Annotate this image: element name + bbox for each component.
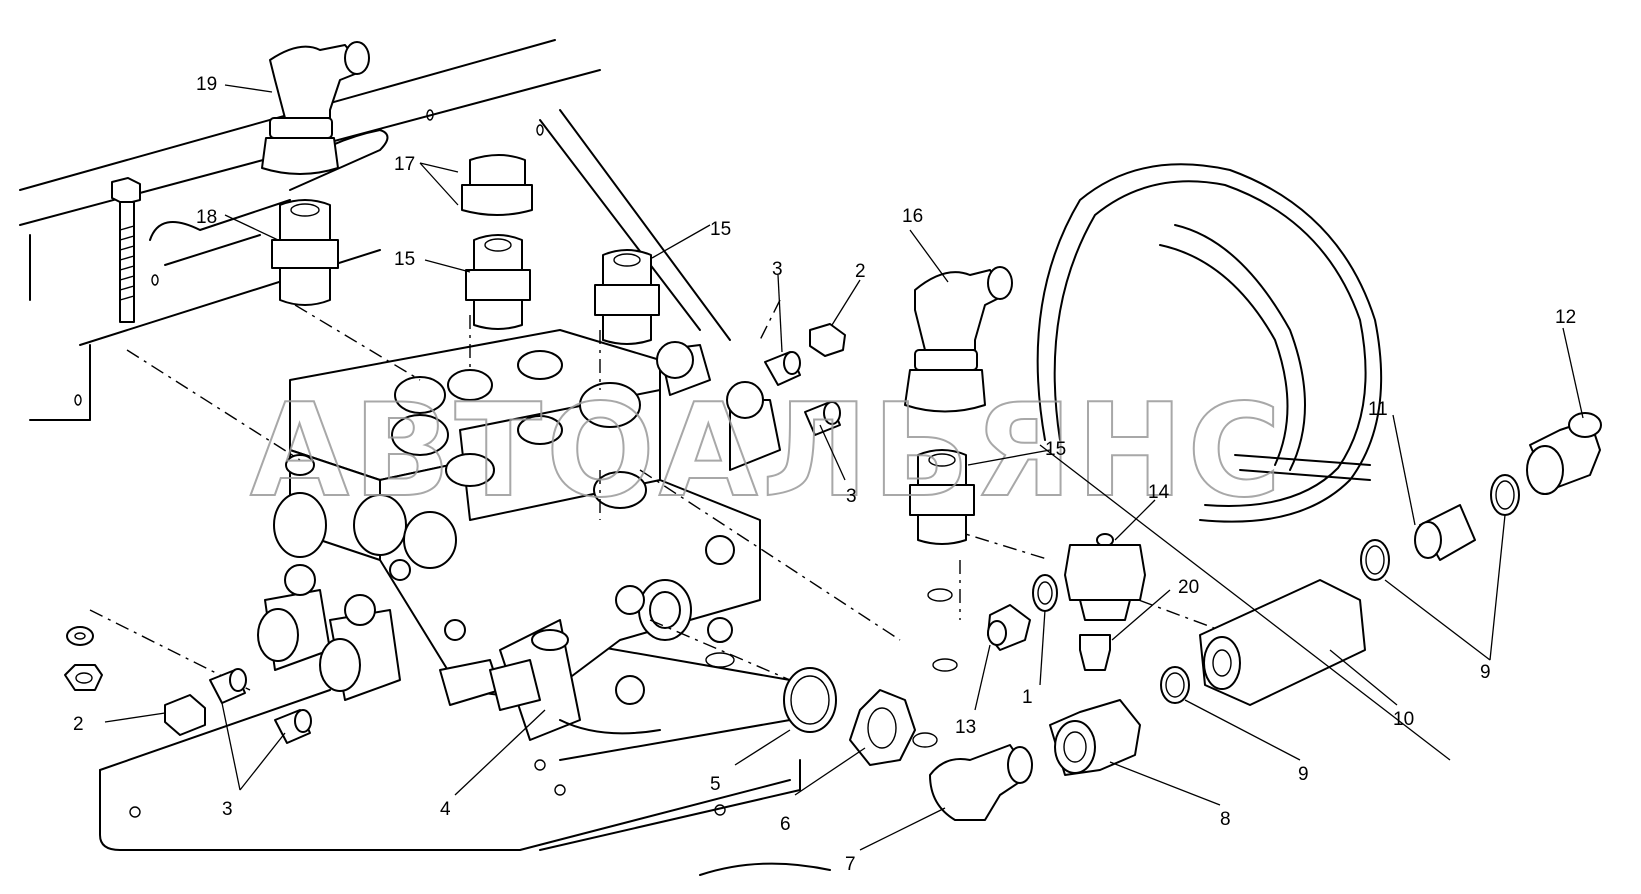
callout-8: 8 <box>1220 809 1231 830</box>
callout-14: 14 <box>1148 482 1170 503</box>
callout-15-c: 15 <box>1045 439 1066 460</box>
callout-13: 13 <box>955 717 976 738</box>
callout-9-a: 9 <box>1480 662 1491 683</box>
callout-12: 12 <box>1555 307 1576 328</box>
callout-18: 18 <box>196 207 217 228</box>
callout-6: 6 <box>780 814 791 835</box>
callout-17: 17 <box>394 154 415 175</box>
small-fittings <box>64 323 1602 821</box>
callout-2-a: 2 <box>855 261 866 282</box>
callout-19: 19 <box>196 74 217 95</box>
watermark: АВТОАЛЬЯНС <box>250 377 1285 526</box>
adapter-15c <box>909 449 975 545</box>
valve-block <box>257 329 781 741</box>
callout-11: 11 <box>1368 399 1388 420</box>
callout-3-b: 3 <box>846 486 857 507</box>
callout-20: 20 <box>1178 577 1199 598</box>
callout-16: 16 <box>902 206 923 227</box>
elbow-fitting-19 <box>261 41 370 175</box>
adapter-18 <box>271 199 339 306</box>
adapter-15a <box>465 234 531 330</box>
callout-1: 1 <box>1022 687 1033 708</box>
adapter-15b <box>594 249 660 345</box>
callout-3-a: 3 <box>772 259 783 280</box>
callout-2-b: 2 <box>73 714 84 735</box>
leader-lines <box>104 84 1584 851</box>
steering-wheel <box>1036 163 1383 523</box>
callout-3-c: 3 <box>222 799 233 820</box>
callout-5: 5 <box>710 774 721 795</box>
elbow-fitting-16 <box>904 266 1013 413</box>
callout-10: 10 <box>1393 709 1414 730</box>
callout-15-a: 15 <box>394 249 415 270</box>
cap-17 <box>461 154 533 216</box>
callout-7: 7 <box>845 854 856 875</box>
long-bolt <box>111 177 141 323</box>
callout-9-b: 9 <box>1298 764 1309 785</box>
callouts: 19 18 17 15 15 16 3 2 3 15 14 20 1 13 12… <box>73 74 1576 875</box>
callout-15-b: 15 <box>710 219 731 240</box>
callout-4: 4 <box>440 799 451 820</box>
